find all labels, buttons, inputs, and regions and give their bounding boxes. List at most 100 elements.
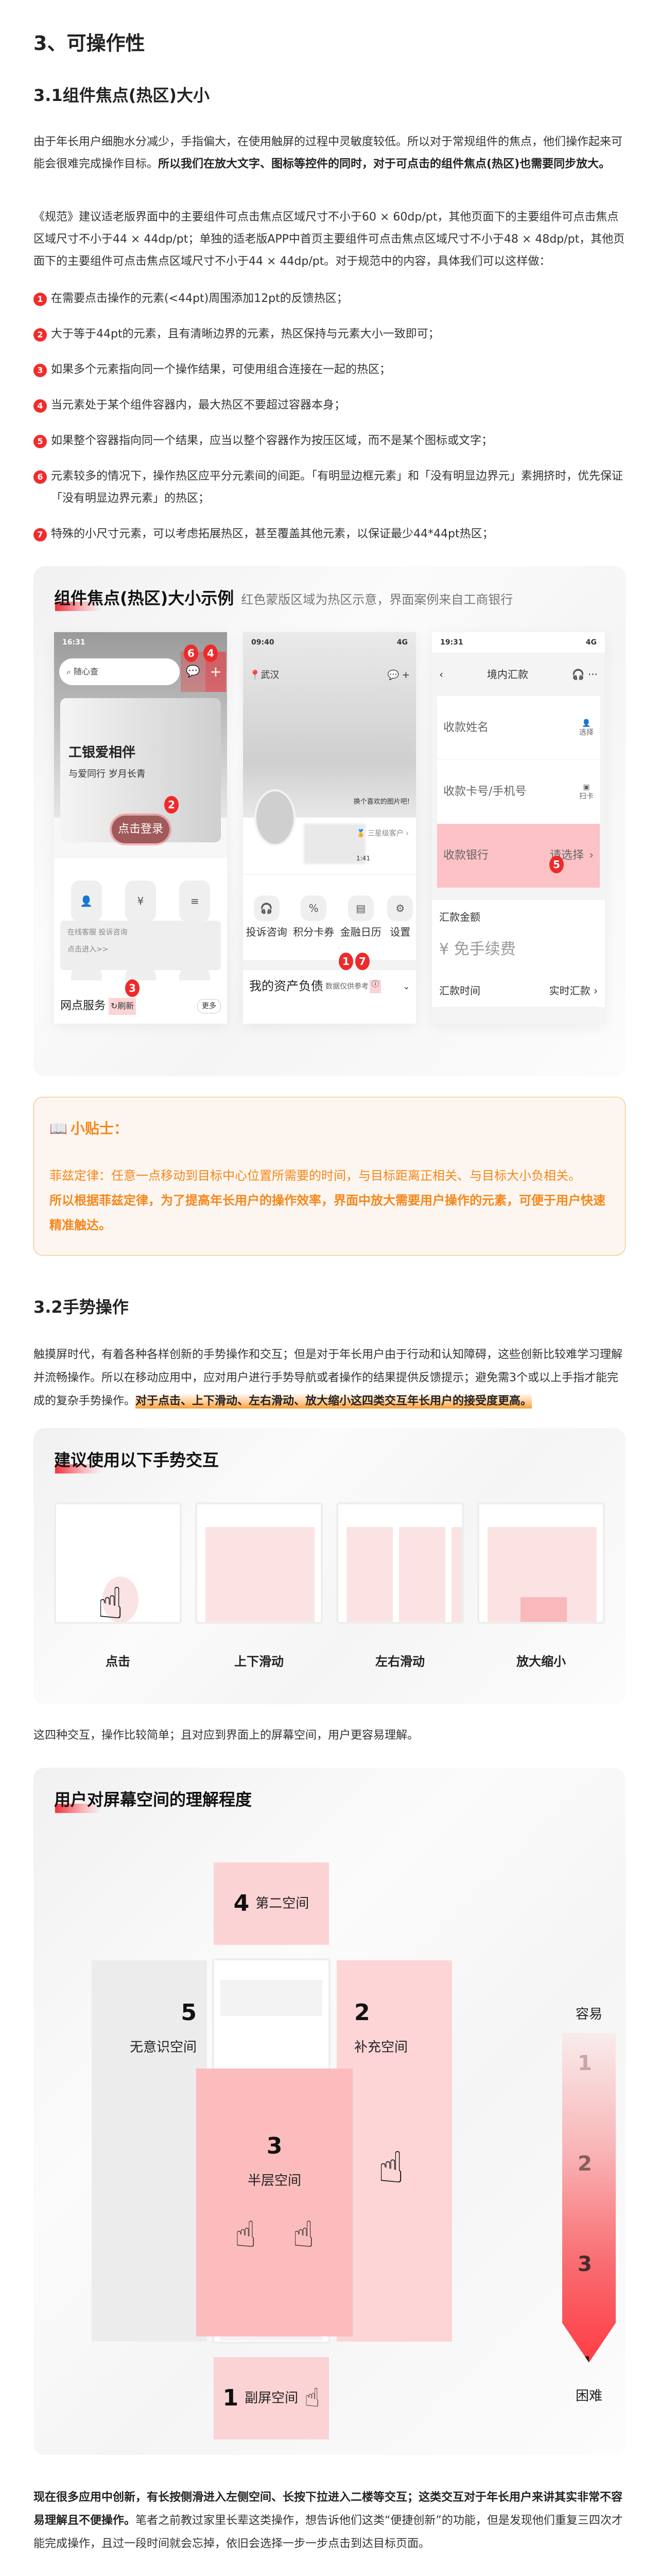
info-icon[interactable]: ⓘ — [370, 979, 381, 993]
space-number: 1 — [222, 2384, 239, 2411]
back-icon[interactable]: ‹ — [439, 668, 443, 681]
intro-plain-text: 由于年长用户细胞水分减少，手指偏大，在使用触屏的过程中灵敏度较低。所以对于常规组… — [33, 135, 623, 171]
level-badge[interactable]: 🏅 三星级客户 › — [356, 829, 409, 838]
pin-badge: 7 — [355, 953, 370, 971]
scale-level: 4 — [578, 2352, 592, 2377]
phone-mockup-home: 16:31 ⌕ 随心查 💬 + 6 4 工银爱相伴 与爱同行 岁月长青 点击登录… — [54, 632, 227, 1024]
landscape-bg — [243, 632, 416, 818]
time-row[interactable]: 汇款时间实时汇款 › — [439, 975, 598, 1008]
space-number: 3 — [266, 2133, 283, 2160]
innovation-bold: 现在很多应用中创新，有长按侧滑进入左侧空间、长按下拉进入二楼等交互；这类交互对于… — [33, 2490, 623, 2527]
gesture-intro-highlight: 对于点击、上下滑动、左右滑动、放大缩小这四类交互年长用户的接受度更高。 — [135, 1393, 532, 1409]
gesture-frame: ☝ ↕ — [195, 1502, 323, 1624]
tap-hand-icon: ☝ — [234, 2213, 256, 2256]
card-heading: 建议使用以下手势交互 — [54, 1450, 605, 1473]
login-button[interactable]: 点击登录 — [112, 816, 169, 844]
space-number: 4 — [233, 1890, 250, 1917]
space-second: 4 第二空间 — [214, 1862, 329, 1945]
intro-paragraph: 由于年长用户细胞水分减少，手指偏大，在使用触屏的过程中灵敏度较低。所以对于常规组… — [33, 131, 626, 176]
gesture-intro-plain: 触摸屏时代，有着各种各样创新的手势操作和交互；但是对于年长用户由于行动和认知障碍… — [33, 1348, 623, 1408]
rule-text: 如果整个容器指向同一个结果，应当以整个容器作为按压区域，而不是某个图标或文字； — [51, 434, 493, 447]
branch-row: 网点服务 ↻刷新 更多 3 — [54, 979, 227, 1024]
search-row: ⌕ 随心查 💬 + — [54, 652, 227, 692]
gesture-label: 点击 — [106, 1654, 130, 1669]
time-label: 汇款时间 — [439, 985, 480, 997]
clock: 16:31 — [62, 638, 85, 647]
left-right-arrow-icon: ↔ — [384, 1622, 396, 1624]
gesture-vertical-swipe: ☝ ↕ 上下滑动 — [195, 1502, 323, 1674]
signal: 4G — [585, 638, 597, 647]
quick-item[interactable]: ⚙设置 — [387, 895, 413, 939]
scale-top-label: 容易 — [575, 2006, 602, 2022]
time-small: 1:41 — [356, 855, 370, 862]
scale-level: 3 — [578, 2252, 592, 2276]
gesture-frame: ☝ ↔ — [336, 1502, 464, 1624]
change-background-link[interactable]: 换个喜欢的图片吧! — [354, 798, 410, 807]
headset-icon: 🎧 — [253, 895, 280, 922]
number-badge-icon: 7 — [33, 528, 47, 541]
rule-text: 元素较多的情况下，操作热区应平分元素间的间距。「有明显边框元素」和「没有明显边界… — [51, 469, 623, 505]
scan-card-button[interactable]: ▣扫卡 — [579, 783, 594, 801]
field-label: 收款卡号/手机号 — [443, 785, 527, 799]
promo-banner[interactable]: 工银爱相伴 与爱同行 岁月长青 点击登录 2 — [60, 698, 221, 844]
content-block — [452, 1527, 462, 1622]
scale-level: 1 — [578, 2051, 592, 2075]
book-icon: 📖 — [49, 1120, 67, 1137]
location[interactable]: 📍武汉 — [249, 670, 280, 681]
collapse-icon[interactable]: ⌄ — [403, 981, 410, 991]
quick-item[interactable]: 🎧投诉咨询 — [246, 895, 287, 939]
space-label: 第二空间 — [255, 1895, 309, 1911]
pin-badge: 4 — [203, 645, 218, 663]
refresh-button[interactable]: ↻刷新 — [109, 997, 136, 1015]
quick-icons: 🎧投诉咨询 %积分卡券 ▤金融日历 ⚙设置 — [243, 874, 416, 939]
space-label: 半层空间 — [247, 2173, 301, 2189]
tip-box: 📖小贴士： 菲兹定律：任意一点移动到目标中心位置所需要的时间，与目标距离正相关、… — [33, 1096, 626, 1256]
top-row: 📍武汉 💬 + — [243, 653, 416, 681]
section-title: 3、可操作性 — [33, 32, 145, 55]
select-contact-button[interactable]: 👤选择 — [579, 719, 594, 737]
tap-target — [102, 1576, 138, 1622]
pin-badge: 5 — [549, 856, 564, 874]
payee-name-field[interactable]: 收款姓名👤选择 — [437, 696, 600, 760]
invest-icon: ≡ — [179, 880, 211, 922]
quick-item[interactable]: ▤金融日历 — [340, 895, 381, 939]
quick-item[interactable]: %积分卡券 — [293, 895, 334, 939]
search-input[interactable]: ⌕ 随心查 — [59, 658, 180, 686]
asset-header: 我的资产负债 数据仅供参考 ⓘ ⌄ — [249, 978, 410, 994]
asset-title: 我的资产负债 — [249, 979, 323, 994]
gesture-label: 左右滑动 — [375, 1654, 425, 1669]
service-banner[interactable]: 在线客服 投诉咨询点击进入>> — [60, 921, 221, 971]
swipe-up-hand-icon: ☝ — [304, 2383, 320, 2413]
difficulty-gradient-bar: 1 2 3 4 5 — [562, 2032, 616, 2363]
placeholder-block — [220, 1979, 322, 2016]
spec-paragraph: 《规范》建议适老版界面中的主要组件可点击焦点区域尺寸不小于60 × 60dp/p… — [33, 210, 625, 268]
tip-line-1: 菲兹定律：任意一点移动到目标中心位置所需要的时间，与目标距离正相关、与目标大小负… — [49, 1168, 581, 1183]
number-badge-icon: 2 — [33, 328, 47, 342]
intro-bold-text: 所以我们在放大文字、图标等控件的同时，对于可点击的组件焦点(热区)也需要同步放大… — [158, 157, 611, 171]
gesture-label: 上下滑动 — [234, 1654, 284, 1669]
message-add-icons[interactable]: 💬 + — [387, 670, 410, 681]
more-button[interactable]: 更多 — [197, 999, 221, 1014]
card-number-field[interactable]: 收款卡号/手机号 ▣扫卡 — [437, 760, 600, 824]
amount-input[interactable]: ¥ 免手续费 — [439, 940, 516, 959]
card-title: 建议使用以下手势交互 — [54, 1450, 219, 1473]
avatar[interactable] — [254, 789, 296, 846]
service-more-icons[interactable]: 🎧 ··· — [571, 668, 598, 681]
branch-title: 网点服务 — [60, 999, 106, 1013]
city-label: 武汉 — [261, 670, 280, 681]
bank-select-row[interactable]: 收款银行请选择› — [437, 824, 600, 888]
settings-icon: ⚙ — [387, 895, 413, 922]
scale-bottom-label: 困难 — [575, 2388, 602, 2404]
